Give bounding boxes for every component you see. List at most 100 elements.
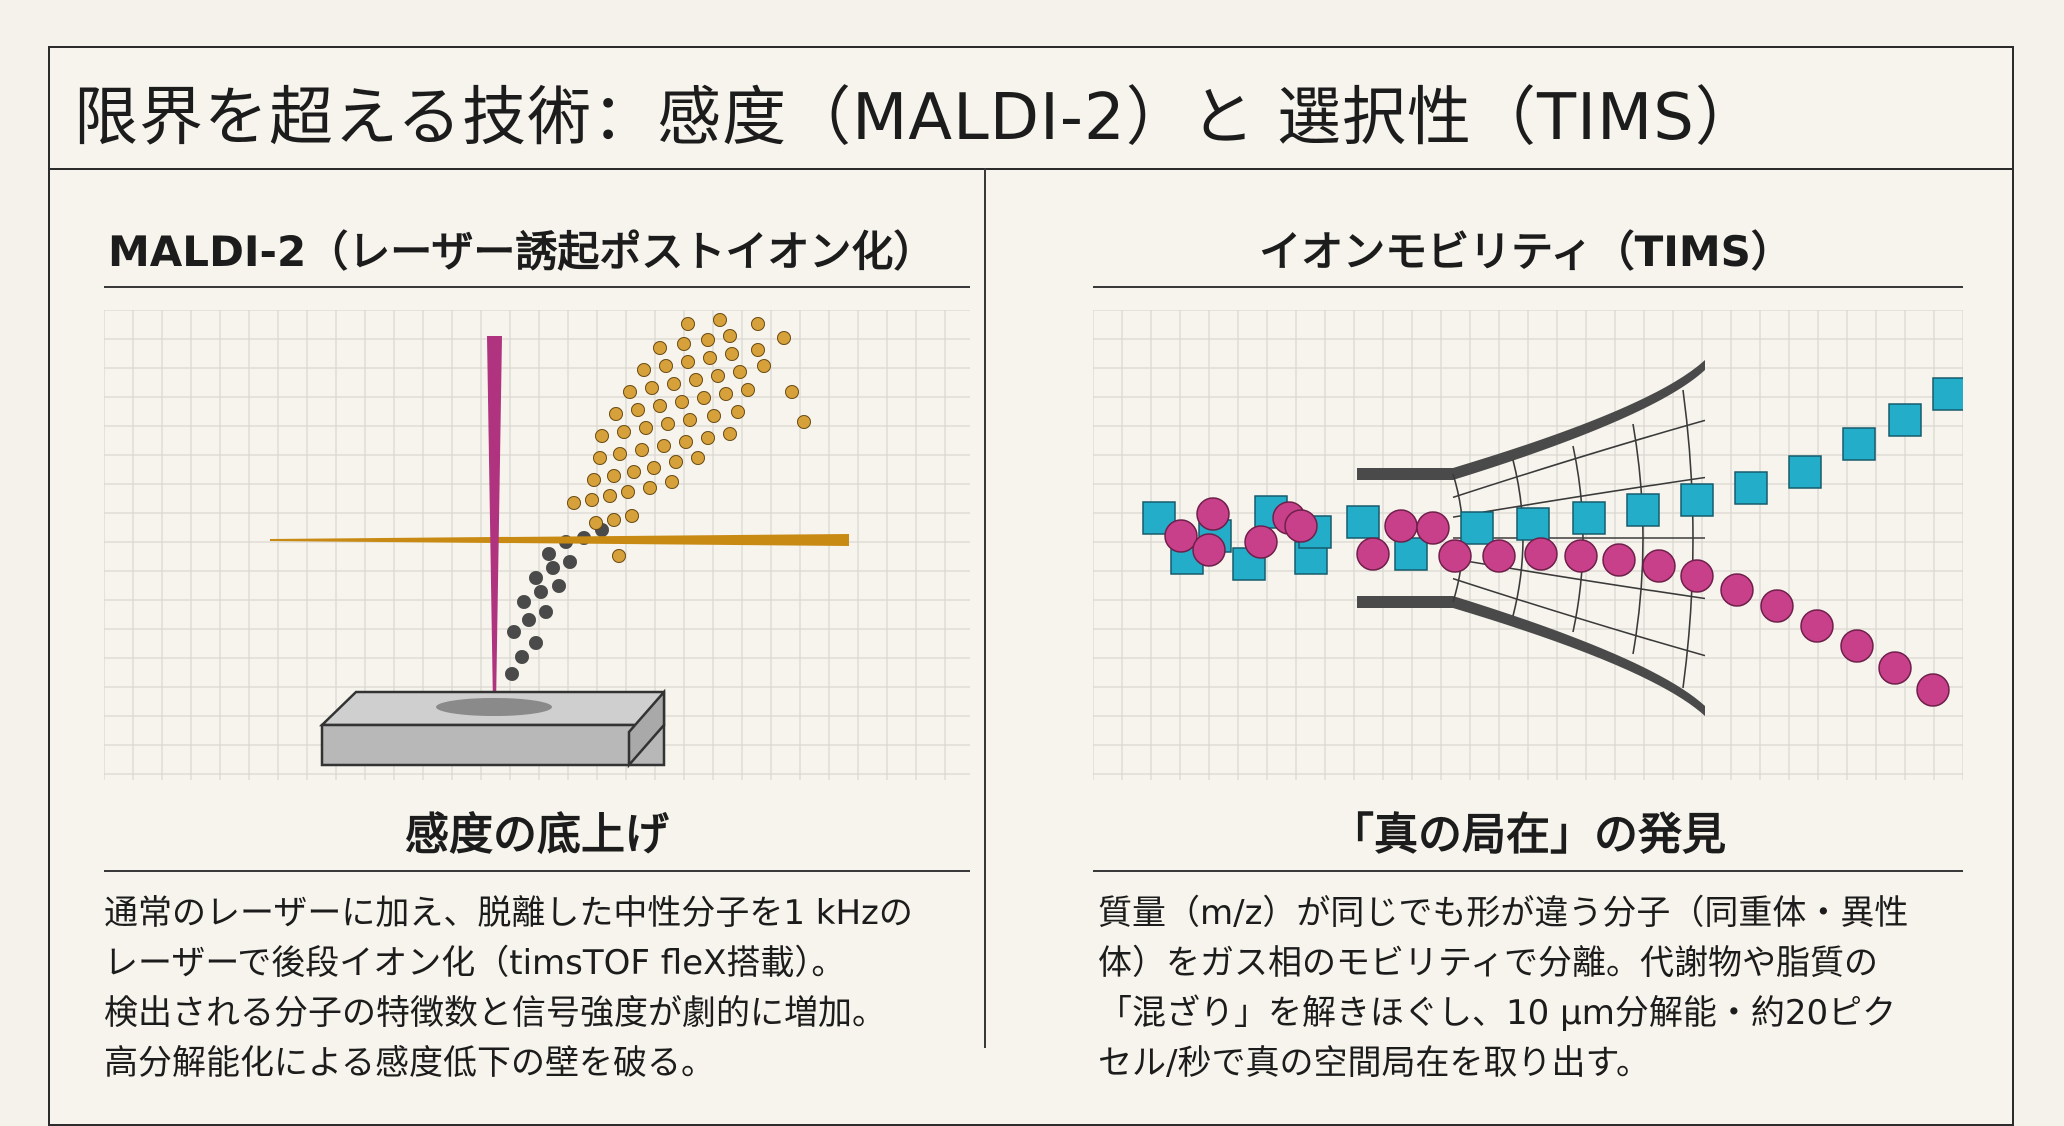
- neutral-molecule: [517, 595, 531, 609]
- title-bar: 限界を超える技術：感度（MALDI-2）と 選択性（TIMS）: [50, 48, 2012, 170]
- left-body-line: レーザーで後段イオン化（timsTOF fleX搭載）。: [104, 943, 846, 983]
- neutral-molecule: [507, 625, 521, 639]
- ion-molecule: [621, 485, 635, 499]
- ion-molecule: [643, 481, 657, 495]
- left-body-line: 通常のレーザーに加え、脱離した中性分子を1 kHzの: [104, 893, 913, 933]
- ion-molecule: [631, 403, 645, 417]
- right-heading-rule: [1093, 286, 1963, 288]
- ion-molecule: [612, 549, 626, 563]
- ion-circles: [1164, 497, 1950, 707]
- ion-molecule: [681, 355, 695, 369]
- ion-molecule: [595, 429, 609, 443]
- ion-circle: [1164, 519, 1198, 553]
- ion-molecule: [627, 465, 641, 479]
- ion-molecule: [661, 417, 675, 431]
- left-body-line: 検出される分子の特徴数と信号強度が劇的に増加。: [104, 993, 886, 1033]
- neutral-molecules: [505, 523, 609, 681]
- ion-molecule: [741, 383, 755, 397]
- ion-molecule: [603, 489, 617, 503]
- sample-plate: [318, 688, 666, 769]
- ion-molecule: [797, 415, 811, 429]
- ion-molecule: [647, 461, 661, 475]
- ion-molecule: [689, 373, 703, 387]
- ion-molecule: [751, 317, 765, 331]
- ion-molecule: [645, 381, 659, 395]
- ion-molecule: [711, 369, 725, 383]
- ion-molecule: [637, 363, 651, 377]
- ion-molecule: [625, 509, 639, 523]
- ion-molecule: [679, 435, 693, 449]
- maldi2-diagram: [104, 310, 970, 780]
- ion-molecule: [751, 343, 765, 357]
- tims-diagram: [1093, 310, 1963, 780]
- neutral-molecule: [522, 613, 536, 627]
- funnel-mesh-ring: [1632, 423, 1644, 655]
- ion-molecule: [713, 313, 727, 327]
- ion-molecule: [785, 385, 799, 399]
- ion-circle: [1482, 539, 1516, 573]
- right-sub-rule: [1093, 870, 1963, 872]
- vertical-desorption-laser: [487, 336, 502, 706]
- right-body-line: 質量（m/z）が同じでも形が違う分子（同重体・異性: [1098, 893, 1909, 933]
- ion-square: [1394, 537, 1428, 571]
- neutral-molecule: [542, 547, 556, 561]
- ion-molecule: [623, 385, 637, 399]
- ion-square: [1572, 501, 1606, 535]
- funnel-mesh-ring: [1682, 389, 1694, 689]
- ion-circle: [1760, 589, 1794, 623]
- ion-molecule: [703, 351, 717, 365]
- left-sub-rule: [104, 870, 970, 872]
- left-panel-heading: MALDI-2（レーザー誘起ポストイオン化）: [108, 227, 936, 276]
- ion-molecule: [707, 409, 721, 423]
- ion-circle: [1244, 525, 1278, 559]
- ion-circle: [1416, 511, 1450, 545]
- ion-molecule: [593, 451, 607, 465]
- left-body-line: 高分解能化による感度低下の壁を破る。: [104, 1043, 715, 1083]
- ion-molecule: [725, 347, 739, 361]
- neutral-molecule: [515, 650, 529, 664]
- neutral-molecule: [529, 636, 543, 650]
- neutral-molecule: [534, 585, 548, 599]
- ion-molecule: [731, 405, 745, 419]
- ion-circle: [1878, 651, 1912, 685]
- ion-molecule: [669, 455, 683, 469]
- ion-molecule: [677, 337, 691, 351]
- ion-circle: [1438, 539, 1472, 573]
- horizontal-postionization-laser: [270, 534, 849, 546]
- ion-molecule: [567, 496, 581, 510]
- ion-molecule: [723, 329, 737, 343]
- neutral-molecule: [505, 667, 519, 681]
- maldi2-grid: [104, 310, 970, 780]
- ion-molecule: [777, 331, 791, 345]
- ion-circle: [1384, 509, 1418, 543]
- ion-circle: [1642, 549, 1676, 583]
- ion-circle: [1800, 609, 1834, 643]
- neutral-molecule: [539, 605, 553, 619]
- funnel-mesh-line: [1452, 577, 1706, 657]
- right-panel-heading: イオンモビリティ（TIMS）: [1259, 227, 1793, 276]
- ion-square: [1888, 403, 1922, 437]
- ion-molecule: [719, 387, 733, 401]
- ion-circle: [1284, 509, 1318, 543]
- ion-molecule: [639, 421, 653, 435]
- ion-molecule: [635, 443, 649, 457]
- ion-square: [1626, 493, 1660, 527]
- neutral-molecule: [529, 571, 543, 585]
- column-divider: [984, 168, 986, 1048]
- ion-molecule: [697, 391, 711, 405]
- neutral-molecule: [552, 579, 566, 593]
- ionized-molecules: [567, 313, 811, 563]
- ion-circle: [1680, 559, 1714, 593]
- ion-circle: [1602, 543, 1636, 577]
- ion-square: [1680, 483, 1714, 517]
- ion-molecule: [589, 516, 603, 530]
- ion-molecule: [691, 451, 705, 465]
- neutral-molecule: [546, 561, 560, 575]
- ion-molecule: [701, 431, 715, 445]
- right-body-line: 「混ざり」を解きほぐし、10 μm分解能・約20ピク: [1098, 993, 1897, 1033]
- right-sub-heading: 「真の局在」の発見: [1330, 809, 1726, 860]
- ion-molecule: [613, 447, 627, 461]
- right-body-text: 質量（m/z）が同じでも形が違う分子（同重体・異性 体）をガス相のモビリティで分…: [1098, 888, 1908, 1088]
- ion-molecule: [665, 475, 679, 489]
- ion-circle: [1720, 573, 1754, 607]
